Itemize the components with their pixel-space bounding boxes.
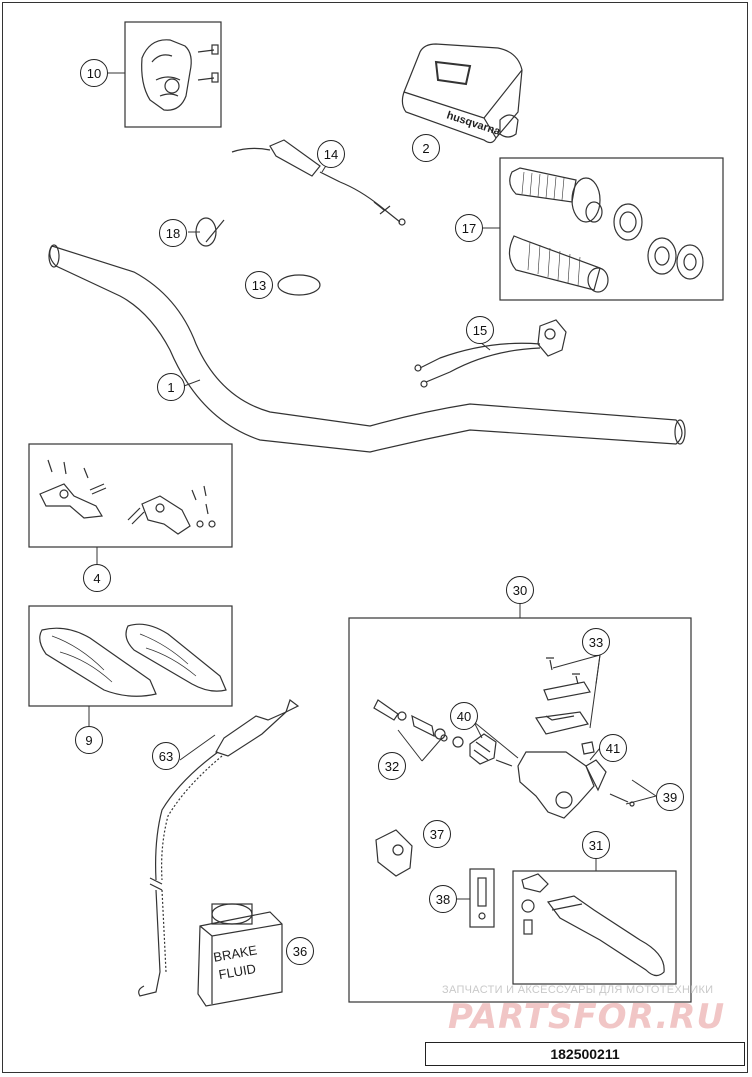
grips-part (508, 167, 704, 293)
callout-40[interactable]: 40 (450, 702, 478, 730)
watermark-subtitle: ЗАПЧАСТИ И АКСЕССУАРЫ ДЛЯ МОТОТЕХНИКИ (442, 984, 714, 996)
pad-brand-label: husqvarna (445, 109, 502, 138)
handlebar-end-left (48, 244, 60, 268)
boot-part (469, 733, 513, 767)
callout-30[interactable]: 30 (506, 576, 534, 604)
callout-9[interactable]: 9 (75, 726, 103, 754)
cable-tie-part (195, 217, 225, 247)
throttle-housing-part (141, 39, 219, 111)
callout-2[interactable]: 2 (412, 134, 440, 162)
callout-1[interactable]: 1 (157, 373, 185, 401)
callout-41[interactable]: 41 (599, 734, 627, 762)
box-grips (499, 157, 724, 301)
callout-63[interactable]: 63 (152, 742, 180, 770)
handlebar-mounts-part (39, 459, 216, 535)
callout-18[interactable]: 18 (159, 219, 187, 247)
master-cylinder-part (517, 741, 635, 819)
callout-10[interactable]: 10 (80, 59, 108, 87)
brake-line-part (138, 699, 300, 997)
box-handguards (28, 605, 233, 707)
callout-33[interactable]: 33 (582, 628, 610, 656)
kill-switch-part (414, 319, 567, 388)
box-brake-lever (512, 870, 677, 985)
callout-15[interactable]: 15 (466, 316, 494, 344)
handlebar-end-right (674, 419, 686, 445)
pivot-pin-part (477, 877, 487, 920)
callout-31[interactable]: 31 (582, 831, 610, 859)
handlebar-pad-part: husqvarna (401, 43, 523, 144)
callout-13[interactable]: 13 (245, 271, 273, 299)
handlebar-part (49, 245, 683, 453)
callout-32[interactable]: 32 (378, 752, 406, 780)
piston-assembly-part (373, 699, 464, 748)
box-throttle-housing (124, 21, 222, 128)
leader-lines (88, 72, 657, 900)
brake-fluid-label-line2: FLUID (217, 961, 257, 982)
callout-39[interactable]: 39 (656, 783, 684, 811)
watermark-brand: PARTSFOR.RU (448, 997, 726, 1037)
throttle-cable-part (231, 139, 406, 226)
callout-36[interactable]: 36 (286, 937, 314, 965)
lever-adjuster-part (375, 829, 413, 877)
box-pin (469, 868, 495, 928)
callout-37[interactable]: 37 (423, 820, 451, 848)
box-mounts (28, 443, 233, 548)
o-ring-part (277, 274, 321, 296)
reservoir-cover-part (534, 657, 591, 735)
callout-4[interactable]: 4 (83, 564, 111, 592)
box-brake-master-cylinder (348, 617, 692, 1003)
callout-17[interactable]: 17 (455, 214, 483, 242)
handguards-part (39, 623, 227, 697)
brake-fluid-bottle-part: BRAKE FLUID (197, 903, 283, 1007)
brake-lever-part (521, 873, 665, 977)
callout-14[interactable]: 14 (317, 140, 345, 168)
document-number: 182500211 (425, 1042, 745, 1066)
callout-38[interactable]: 38 (429, 885, 457, 913)
